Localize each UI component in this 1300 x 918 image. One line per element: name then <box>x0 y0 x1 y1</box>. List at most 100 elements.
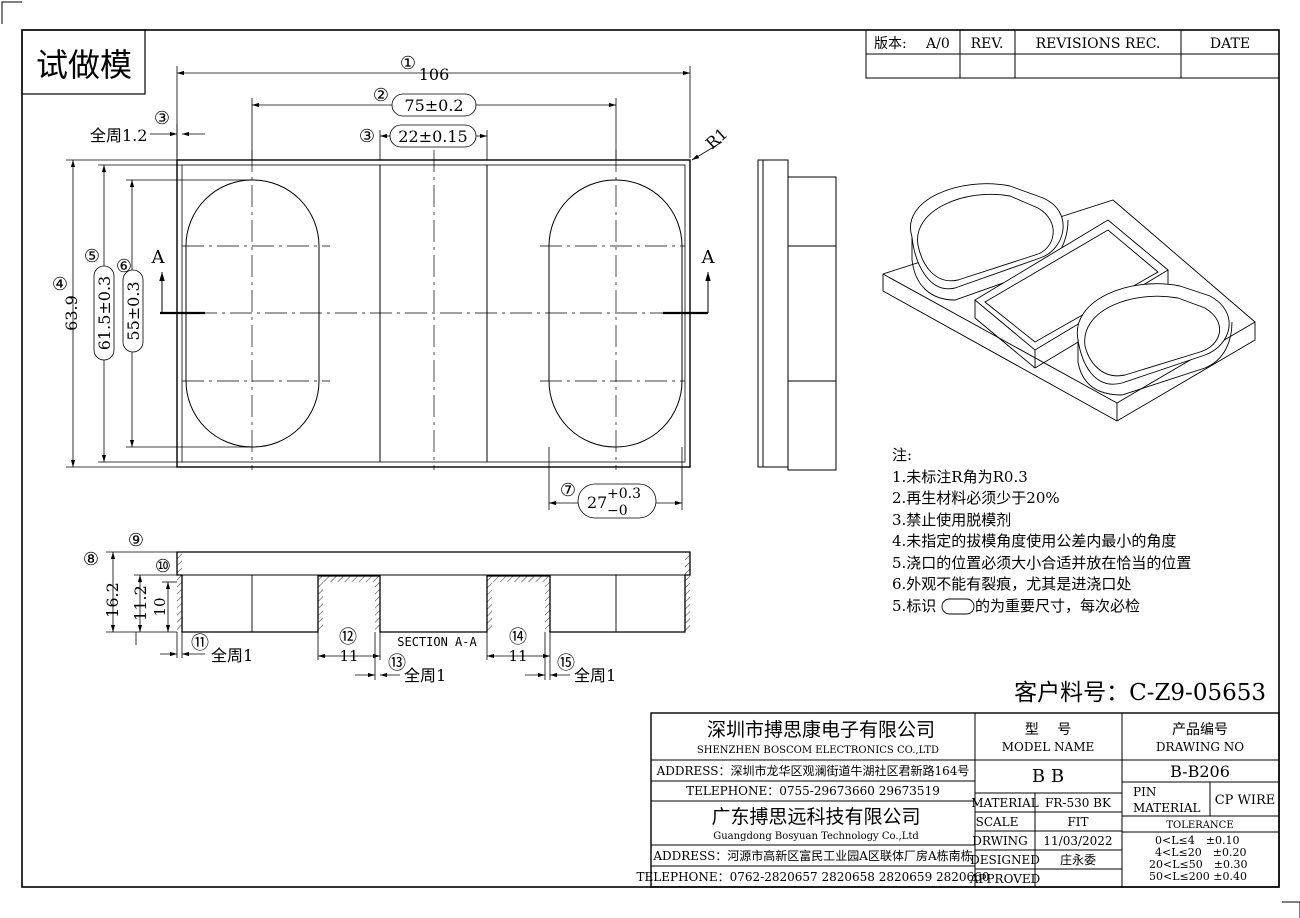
company1-name-en: SHENZHEN BOSCOM ELECTRONICS CO.,LTD <box>697 745 939 756</box>
company2-name-en: Guangdong Bosyuan Technology Co.,Ltd <box>713 831 919 842</box>
dim-14-mark: ⑭ <box>509 627 527 648</box>
company1-address: ADDRESS：深圳市龙华区观澜街道牛湖社区君新路164号 <box>656 763 970 778</box>
dim-6-value: 55±0.3 <box>124 281 143 340</box>
tolerance-row-1: 0<L≤4 ±0.10 <box>1155 834 1239 847</box>
dim-75 <box>251 93 617 160</box>
revision-block: 版本: A/0 REV. REVISIONS REC. DATE <box>865 29 1280 79</box>
company2-address: ADDRESS：河源市高新区富民工业园A区联体厂房A栋南栋 <box>652 848 972 863</box>
section-mark-left: A <box>151 247 166 268</box>
dim-5-mark: ⑤ <box>84 246 100 267</box>
dim-3-mark: ③ <box>359 126 375 147</box>
dim-5-value: 61.5±0.3 <box>95 276 114 350</box>
material-value: FR-530 BK <box>1045 796 1112 810</box>
section-dims <box>106 551 570 680</box>
material-label: MATERIAL <box>971 796 1039 810</box>
note-6: 6.外观不能有裂痕，尤其是进浇口处 <box>892 575 1131 593</box>
drawing-label-cn: 产品编号 <box>1172 722 1228 738</box>
dim-3-value: 22±0.15 <box>398 127 467 146</box>
drawing-value: B-B206 <box>1170 762 1230 781</box>
designed-label: DESIGNED <box>970 853 1040 867</box>
note-4: 4.未指定的拔模角度使用公差内最小的角度 <box>892 532 1176 550</box>
tolerance-row-4: 50<L≤200 ±0.40 <box>1149 870 1247 883</box>
dim-1-value: 106 <box>419 65 450 84</box>
tolerance-row-3: 20<L≤50 ±0.30 <box>1149 858 1247 871</box>
note-2: 2.再生材料必须少于20% <box>892 489 1060 507</box>
company2-name-cn: 广东搏思远科技有限公司 <box>711 806 920 828</box>
revisions-label: REVISIONS REC. <box>1036 36 1161 52</box>
pin-label-line2: MATERIAL <box>1133 801 1201 815</box>
dim-7-plus: +0.3 <box>607 486 641 502</box>
model-label-cn: 型 号 <box>1025 722 1071 738</box>
isometric-view <box>882 183 1256 422</box>
note-3: 3.禁止使用脱模剂 <box>892 511 1011 529</box>
pin-label-line1: PIN <box>1133 785 1156 799</box>
dim-6-mark: ⑥ <box>116 256 132 277</box>
company1-name-cn: 深圳市搏思康电子有限公司 <box>707 719 935 741</box>
dim-14-value: 11 <box>508 647 527 665</box>
dim-12-value: 11 <box>339 647 358 665</box>
dim-27 <box>548 447 683 519</box>
dim-15-mark: ⑮ <box>557 653 575 674</box>
title-block: 深圳市搏思康电子有限公司 SHENZHEN BOSCOM ELECTRONICS… <box>637 712 1280 888</box>
model-value: B B <box>1032 766 1064 787</box>
dim-11-mark: ⑪ <box>191 633 209 654</box>
dim-9-mark: ⑨ <box>128 530 144 551</box>
dim-3a-value: 全周1.2 <box>90 126 147 145</box>
note-5: 5.浇口的位置必须大小合适并放在恰当的位置 <box>892 554 1191 572</box>
model-label-en: MODEL NAME <box>1002 740 1095 754</box>
note-7-suffix: 的为重要尺寸，每次必检 <box>975 597 1140 615</box>
left-slot <box>185 179 320 448</box>
customer-part-number: 客户料号：C-Z9-05653 <box>1014 680 1266 706</box>
dim-8-value: 16.2 <box>103 582 122 618</box>
dim-11-value: 全周1 <box>211 646 253 665</box>
dim-7-mark: ⑦ <box>560 480 576 501</box>
section-mark-right: A <box>701 247 716 268</box>
dim-13-mark: ⑬ <box>388 653 406 674</box>
section-label: SECTION A-A <box>397 635 477 649</box>
dim-1-mark: ① <box>400 53 416 74</box>
company1-telephone: TELEPHONE：0755-29673660 29673519 <box>686 784 940 798</box>
stamp-box: 试做模 <box>21 29 146 95</box>
dim-10-mark: ⑩ <box>155 556 171 577</box>
dim-15-value: 全周1 <box>574 666 616 685</box>
note-7-oval <box>941 598 975 615</box>
dim-22 <box>379 124 488 160</box>
company2-telephone: TELEPHONE：0762-2820657 2820658 2820659 2… <box>637 870 990 884</box>
drwing-value: 11/03/2022 <box>1043 834 1112 848</box>
designed-value: 庄永委 <box>1060 852 1096 867</box>
dim-11-2-value: 11.2 <box>131 585 150 621</box>
dim-4-value: 63.9 <box>62 295 81 331</box>
dim-13-value: 全周1 <box>404 666 446 685</box>
dim-vertical <box>66 159 252 468</box>
notes-title: 注: <box>892 446 912 464</box>
scale-label: SCALE <box>976 815 1019 829</box>
side-view <box>757 159 837 471</box>
version-value: A/0 <box>925 36 950 52</box>
dim-8-mark: ⑧ <box>83 549 99 570</box>
section-view <box>176 551 691 633</box>
radius-leader <box>691 141 723 161</box>
dim-4-mark: ④ <box>52 274 68 295</box>
tolerance-label: TOLERANCE <box>1166 820 1233 831</box>
dim-3a-mark: ③ <box>154 108 170 129</box>
dim-2-mark: ② <box>373 85 389 106</box>
right-slot <box>548 179 683 448</box>
notes: 注: 1.未标注R角为R0.3 2.再生材料必须少于20% 3.禁止使用脱模剂 … <box>892 446 1191 615</box>
stamp-text: 试做模 <box>36 46 132 84</box>
dim-12-mark: ⑫ <box>339 627 357 648</box>
dim-wall-1-2 <box>150 124 205 160</box>
dim-7-base: 27 <box>587 493 607 512</box>
version-label: 版本: <box>874 36 907 52</box>
top-view <box>159 150 711 470</box>
note-7-prefix: 5.标识 <box>892 597 936 615</box>
approved-label: APPROVED <box>969 872 1041 886</box>
date-label: DATE <box>1210 36 1250 52</box>
radius-label: R1 <box>702 124 731 153</box>
tolerance-row-2: 4<L≤20 ±0.20 <box>1155 846 1246 859</box>
dim-2-value: 75±0.2 <box>404 96 463 115</box>
drwing-label: DRWING <box>972 834 1028 848</box>
scale-value: FIT <box>1067 815 1088 829</box>
drawing-label-en: DRAWING NO <box>1156 740 1244 754</box>
rev-label: REV. <box>971 36 1004 52</box>
